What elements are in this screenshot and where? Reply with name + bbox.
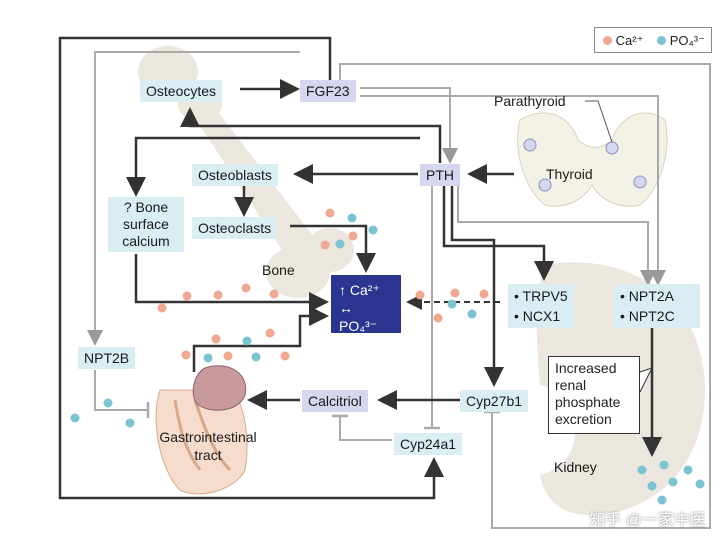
cyp24a1-inhibits-calcitriol — [339, 416, 392, 441]
label-thyroid: Thyroid — [546, 166, 593, 182]
node-npt2a-npt2c: • NPT2A • NPT2C — [614, 284, 700, 328]
thyroid-illustration — [517, 112, 668, 207]
grey-loop-line — [339, 63, 711, 529]
fgf23-to-npt2b-arrow — [87, 51, 300, 346]
node-bone-surface-calcium: ? Bone surface calcium — [108, 197, 184, 252]
callout-phosphate-excretion: Increased renal phosphate excretion — [548, 356, 640, 434]
node-fgf23: FGF23 — [300, 80, 356, 102]
pth-to-osteocytes-arrow — [180, 107, 442, 163]
node-osteoblasts: Osteoblasts — [192, 164, 278, 186]
node-npt2b: NPT2B — [78, 347, 136, 369]
node-cyp24a1: Cyp24a1 — [394, 433, 463, 455]
result-box: ↑ Ca²⁺ ↔ PO₄³⁻ — [331, 275, 401, 334]
result-ca: ↑ Ca²⁺ — [339, 282, 380, 298]
npt2b-inhibits-gi — [94, 370, 148, 411]
node-pth: PTH — [420, 164, 460, 186]
fgf23-to-pth-arrow — [360, 87, 458, 164]
node-osteocytes: Osteocytes — [140, 80, 223, 102]
label-ncx1: • NCX1 — [514, 308, 561, 324]
fgf23-to-npt2a-arrow — [360, 95, 666, 286]
label-gi-tract: Gastrointestinal tract — [159, 429, 257, 463]
pth-to-cyp27b1-arrow — [450, 186, 504, 387]
bone-surface-to-result-arrow — [134, 254, 329, 312]
ca-legend-label: Ca²⁺ — [615, 33, 644, 48]
pth-to-npt2a-line — [457, 186, 656, 286]
result-po4: ↔ PO₄³⁻ — [339, 300, 377, 334]
node-calcitriol: Calcitriol — [302, 390, 368, 412]
pth-to-bone-surface-arrow — [126, 136, 420, 197]
label-npt2a: • NPT2A — [620, 288, 674, 304]
gi-to-result-arrow — [192, 306, 329, 372]
watermark: 知乎 @一家中医 — [589, 512, 706, 529]
label-npt2c: • NPT2C — [620, 308, 675, 324]
label-bone: Bone — [262, 262, 295, 278]
gi-tract-illustration — [155, 365, 248, 495]
outer-loop-arrow — [58, 36, 444, 500]
legend: Ca²⁺ PO₄³⁻ — [594, 27, 712, 53]
osteoclasts-to-result-arrow — [290, 224, 376, 273]
label-kidney: Kidney — [554, 459, 597, 475]
po4-legend-dot — [657, 36, 667, 45]
label-trpv5: • TRPV5 — [514, 288, 568, 304]
po4-legend-label: PO₄³⁻ — [669, 33, 705, 48]
label-parathyroid: Parathyroid — [494, 93, 566, 109]
node-cyp27b1: Cyp27b1 — [460, 390, 529, 412]
ca-legend-dot — [603, 36, 612, 45]
node-trpv5-ncx1: • TRPV5 • NCX1 — [508, 284, 574, 328]
node-osteoclasts: Osteoclasts — [192, 217, 278, 239]
